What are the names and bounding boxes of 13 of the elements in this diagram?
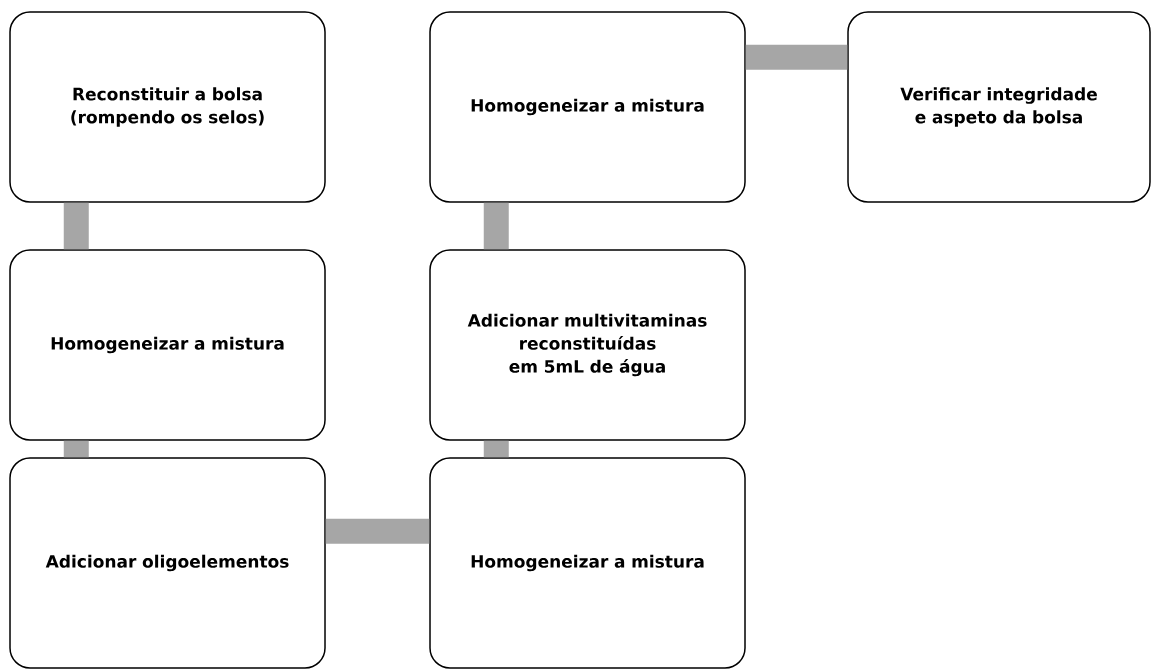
- connector-bar: [483, 440, 509, 458]
- connector-bar: [325, 518, 430, 544]
- process-box: Verificar integridade e aspeto da bolsa: [847, 11, 1151, 203]
- process-box: Reconstituir a bolsa (rompendo os selos): [9, 11, 326, 203]
- process-box: Homogeneizar a mistura: [9, 249, 326, 441]
- process-box: Adicionar oligoelementos: [9, 457, 326, 669]
- connector-bar: [745, 44, 848, 70]
- connector-bar: [63, 440, 89, 458]
- process-box: Homogeneizar a mistura: [429, 11, 746, 203]
- connector-bar: [63, 202, 89, 250]
- process-box: Homogeneizar a mistura: [429, 457, 746, 669]
- connector-bar: [483, 202, 509, 250]
- process-box: Adicionar multivitaminas reconstituídas em 5mL de água: [429, 249, 746, 441]
